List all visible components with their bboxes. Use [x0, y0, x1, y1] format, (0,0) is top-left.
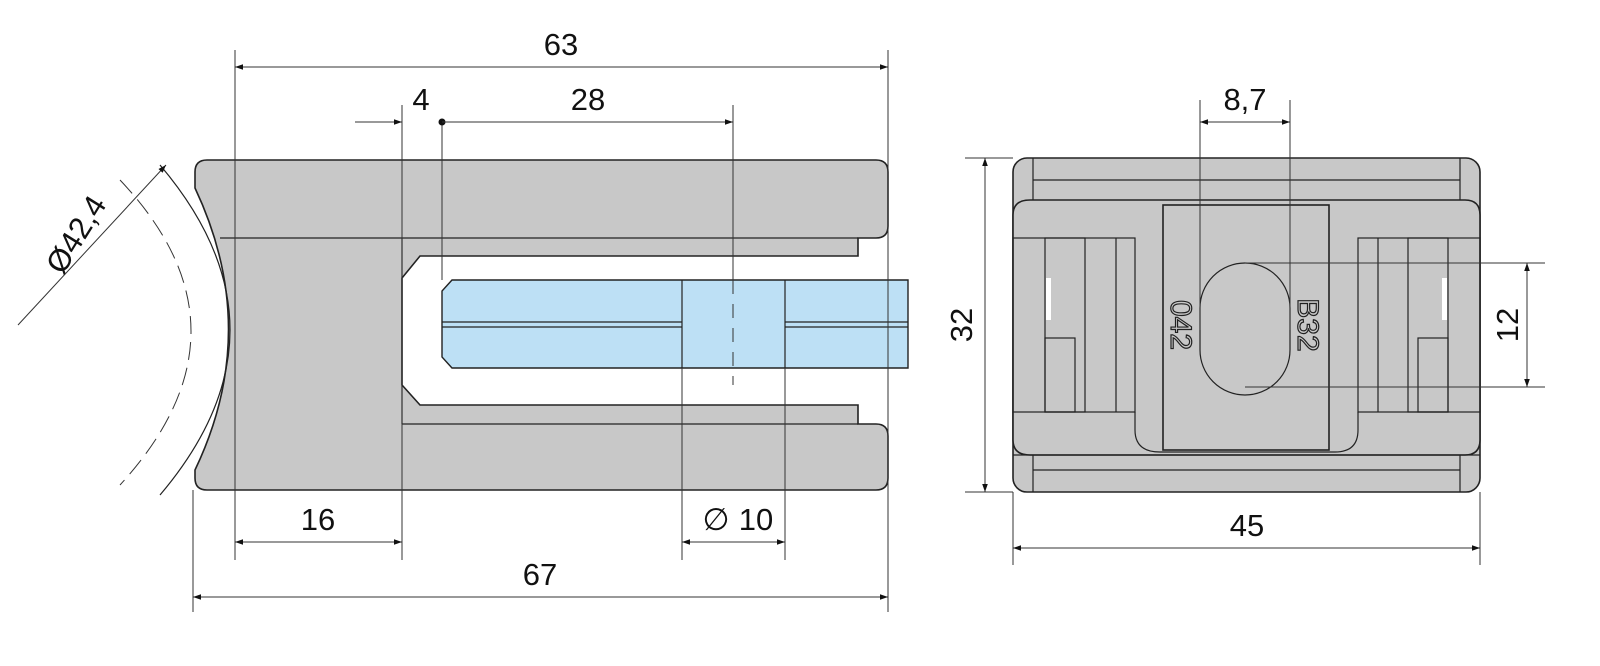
- glass-panel: [441, 279, 909, 369]
- dimension-63: 63: [544, 27, 578, 62]
- front-extension-lines: [965, 100, 1545, 565]
- side-view: 63 4 28 Ø42,4 16 ∅ 10 67: [17, 27, 909, 612]
- extension-lines: [192, 50, 889, 612]
- dimension-45: 45: [1230, 508, 1264, 543]
- dimension-4: 4: [412, 82, 429, 117]
- dimension-8-7: 8,7: [1223, 82, 1266, 117]
- dimension-16: 16: [301, 502, 335, 537]
- pipe-outline: [159, 164, 231, 496]
- right-pocket-tab: [1417, 337, 1449, 413]
- clamp-body: [194, 159, 889, 491]
- insert-rounded-base: [1134, 412, 1359, 453]
- left-pocket-tab: [1044, 337, 1076, 413]
- center-insert: [1162, 204, 1330, 451]
- left-gap: [1046, 278, 1051, 320]
- right-gap: [1442, 278, 1447, 320]
- dimension-10: 10: [739, 502, 773, 537]
- dimension-28: 28: [571, 82, 605, 117]
- diameter-symbol: ∅: [702, 502, 729, 537]
- pipe-diameter-leader: [17, 164, 167, 326]
- pipe-dashed-outline: [119, 179, 192, 486]
- dimension-12: 12: [1490, 308, 1525, 342]
- dimension-67: 67: [523, 557, 557, 592]
- marking-b32: B32: [1291, 298, 1324, 351]
- front-view: 042 B32 8,7 32 12 45: [944, 82, 1545, 565]
- marking-042: 042: [1164, 300, 1197, 350]
- dimension-32: 32: [944, 308, 979, 342]
